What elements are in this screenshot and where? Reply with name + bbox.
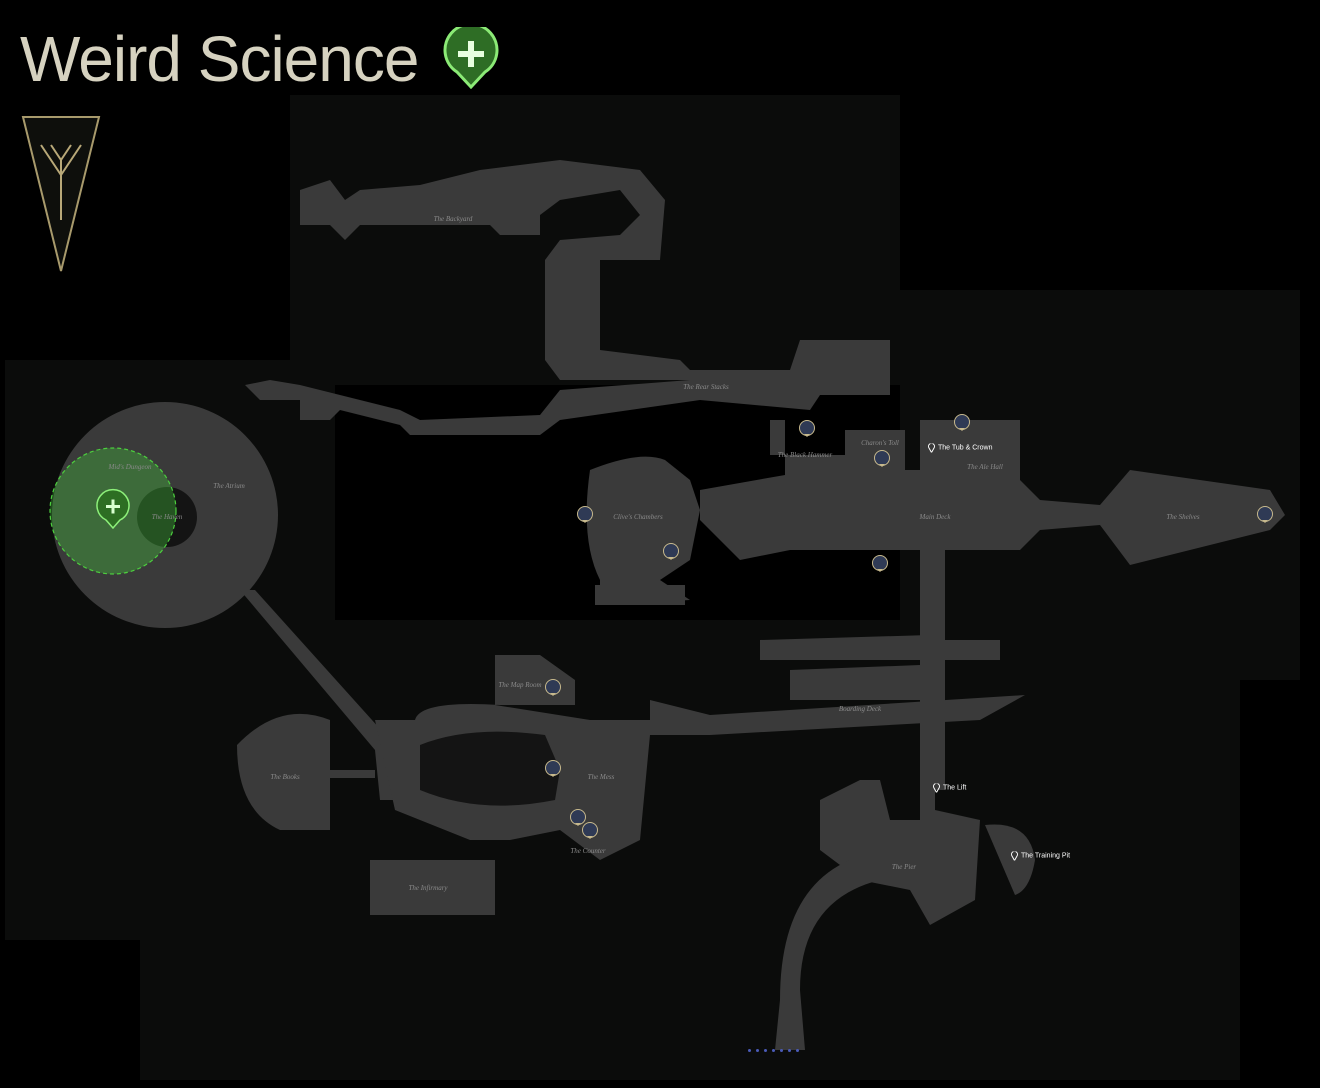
room-label-mess: The Mess xyxy=(587,773,615,781)
map-pin-icon xyxy=(933,783,940,793)
room-label-map-room: The Map Room xyxy=(498,681,542,689)
notice-board-icon[interactable] xyxy=(872,555,888,572)
room-label-shelves: The Shelves xyxy=(1166,513,1200,521)
bard-harp-icon[interactable] xyxy=(954,414,970,431)
map-pin-icon xyxy=(1011,851,1018,861)
room-label-rear-stacks: The Rear Stacks xyxy=(683,383,729,391)
page-dot[interactable] xyxy=(780,1049,783,1052)
room-label-counter: The Counter xyxy=(570,847,606,855)
page-indicator[interactable] xyxy=(748,1049,799,1052)
map-pin-icon xyxy=(928,443,935,453)
counter-diamond-icon[interactable] xyxy=(570,809,586,826)
room-label-atrium: The Atrium xyxy=(213,482,245,490)
room-label-books: The Books xyxy=(270,773,300,781)
room-label-main-deck: Main Deck xyxy=(919,513,951,521)
room-label-backyard: The Backyard xyxy=(433,215,473,223)
quest-marker-plus-icon xyxy=(443,22,499,94)
blacksmith-anvil-icon[interactable] xyxy=(799,420,815,437)
chambers-chest-icon[interactable] xyxy=(577,506,593,523)
room-label-clives-chambers: Clive's Chambers xyxy=(613,513,663,521)
pin-label: The Lift xyxy=(943,784,967,792)
room-label-haven: The Haven xyxy=(151,513,183,521)
room-label-infirmary: The Infirmary xyxy=(408,884,448,892)
npc-character-icon[interactable] xyxy=(545,760,561,777)
page-title: Weird Science xyxy=(20,23,419,95)
pin-label: The Training Pit xyxy=(1021,852,1071,860)
page-dot[interactable] xyxy=(772,1049,775,1052)
counter-ledger-icon[interactable] xyxy=(582,822,598,839)
location-pin-lift[interactable]: The Lift xyxy=(933,783,967,793)
map-room-icon[interactable] xyxy=(545,679,561,696)
map-rooms xyxy=(52,160,1285,1050)
library-books-icon[interactable] xyxy=(1257,506,1273,523)
page-dot[interactable] xyxy=(788,1049,791,1052)
room-label-pier: The Pier xyxy=(891,863,917,871)
room-label-boarding-deck: Boarding Deck xyxy=(838,705,882,713)
page-dot[interactable] xyxy=(756,1049,759,1052)
room-label-charons-toll: Charon's Toll xyxy=(861,439,899,447)
charons-toll-shop-icon[interactable] xyxy=(874,450,890,467)
location-pin-training-pit[interactable]: The Training Pit xyxy=(1011,851,1071,861)
location-pin-tub-crown[interactable]: The Tub & Crown xyxy=(928,443,993,453)
page-dot[interactable] xyxy=(764,1049,767,1052)
room-label-ale-hall: The Ale Hall xyxy=(967,463,1003,471)
page-dot[interactable] xyxy=(796,1049,799,1052)
chambers-desk-icon[interactable] xyxy=(663,543,679,560)
player-marker-icon[interactable] xyxy=(96,488,130,530)
room-label-mids-dungeon: Mid's Dungeon xyxy=(108,463,152,471)
room-label-black-hammer: The Black Hammer xyxy=(777,451,833,459)
page-dot[interactable] xyxy=(748,1049,751,1052)
crest-emblem-icon xyxy=(21,115,101,280)
pin-label: The Tub & Crown xyxy=(938,444,993,452)
